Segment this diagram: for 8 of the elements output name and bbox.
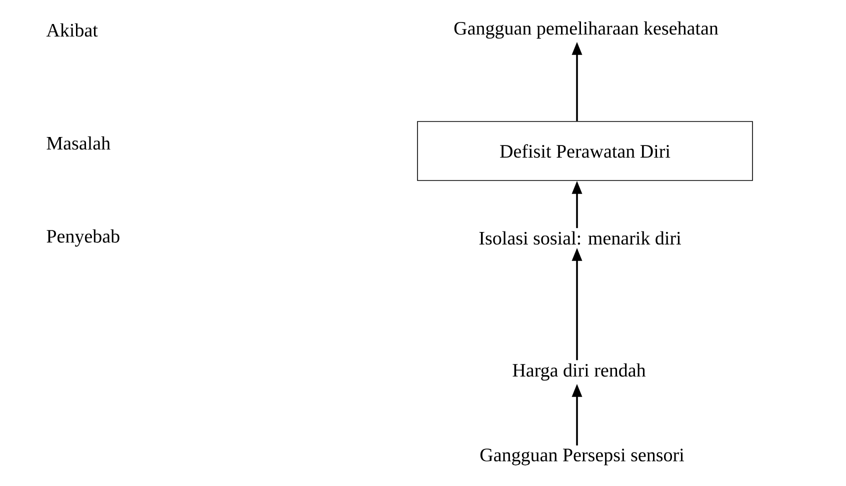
process-box: Defisit Perawatan Diri: [417, 121, 753, 181]
node-text: Gangguan pemeliharaan kesehatan: [454, 21, 718, 39]
node-text: Isolasi sosial: menarik diri: [479, 231, 681, 245]
node-text: Gangguan Persepsi sensori: [480, 448, 684, 466]
row-label: Penyebab: [46, 229, 120, 247]
node-text: Harga diri rendah: [512, 363, 646, 381]
row-label: Akibat: [46, 23, 98, 37]
row-label: Masalah: [46, 136, 110, 150]
